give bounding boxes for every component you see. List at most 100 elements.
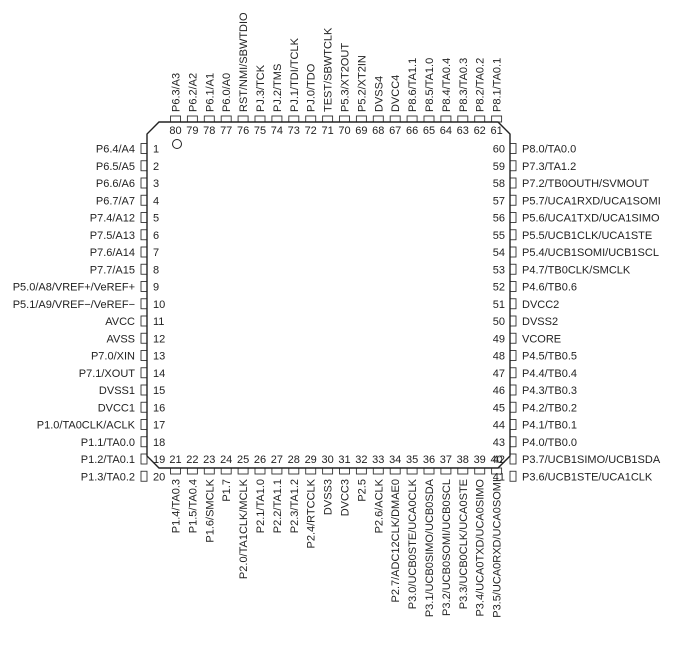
- pin-label-2: P6.5/A5: [96, 161, 135, 173]
- pin-number-43: 43: [493, 437, 505, 449]
- pin-number-9: 9: [153, 282, 159, 294]
- pin-stub-30: [322, 467, 334, 475]
- pin-label-22: P1.5/TA0.4: [187, 479, 199, 533]
- pin-stub-4: [140, 194, 148, 206]
- pin-number-32: 32: [355, 454, 367, 466]
- pin-number-60: 60: [493, 144, 505, 156]
- pin-label-68: DVSS4: [373, 76, 385, 112]
- pin-label-35: P3.0/UCB0STE/UCA0CLK: [407, 478, 419, 609]
- pin-number-39: 39: [474, 454, 486, 466]
- pin-number-2: 2: [153, 161, 159, 173]
- pin-number-63: 63: [457, 125, 469, 137]
- pin-number-27: 27: [271, 454, 283, 466]
- pin-stub-76: [237, 115, 249, 123]
- pin-stub-19: [140, 453, 148, 465]
- pin-stub-63: [457, 115, 469, 123]
- pin-label-29: P2.4/RTCCLK: [306, 478, 318, 548]
- pin-stub-37: [440, 467, 452, 475]
- pin-label-31: DVCC3: [340, 479, 352, 516]
- pin-label-6: P7.5/A13: [90, 230, 135, 242]
- pin-stub-56: [509, 212, 517, 223]
- pin-stub-9: [140, 281, 148, 292]
- pin-stub-80: [170, 115, 181, 123]
- pin-stub-54: [509, 246, 517, 258]
- pin-number-68: 68: [372, 125, 384, 137]
- pin-stub-5: [140, 212, 148, 223]
- pin-number-13: 13: [153, 351, 165, 363]
- pin-label-75: PJ.3/TCK: [255, 64, 267, 112]
- pin-label-18: P1.1/TA0.0: [81, 437, 135, 449]
- pin-label-55: P5.5/UCB1CLK/UCA1STE: [522, 230, 652, 242]
- pin-number-18: 18: [153, 437, 165, 449]
- pin-stub-23: [203, 467, 215, 475]
- pin-stub-69: [355, 115, 367, 123]
- pin-label-77: P6.0/A0: [221, 73, 233, 112]
- pin-label-5: P7.4/A12: [90, 213, 135, 225]
- pin-number-80: 80: [169, 125, 181, 137]
- pin-number-62: 62: [474, 125, 486, 137]
- pin-stub-45: [509, 401, 517, 413]
- pin-label-50: DVSS2: [522, 316, 558, 328]
- pin-number-17: 17: [153, 420, 165, 432]
- pin-number-66: 66: [406, 125, 418, 137]
- pin-number-38: 38: [457, 454, 469, 466]
- pin-label-73: PJ.1/TDI/TCLK: [289, 37, 301, 112]
- pin-stub-35: [406, 467, 418, 475]
- pin-label-54: P5.4/UCB1SOMI/UCB1SCL: [522, 247, 659, 259]
- pin-number-64: 64: [440, 125, 452, 137]
- pin-number-44: 44: [493, 420, 505, 432]
- ic-package-body: [146, 121, 511, 469]
- pin-stub-34: [389, 467, 401, 475]
- pin-number-65: 65: [423, 125, 435, 137]
- pin-number-52: 52: [493, 282, 505, 294]
- pin-number-57: 57: [493, 195, 505, 207]
- pin-stub-62: [474, 115, 486, 123]
- pin-stub-73: [288, 115, 300, 123]
- pin-label-14: P7.1/XOUT: [79, 368, 136, 380]
- pin-label-58: P7.2/TB0OUTH/SVMOUT: [522, 178, 649, 190]
- pin-label-17: P1.0/TA0CLK/ACLK: [37, 420, 136, 432]
- pin-label-49: VCORE: [522, 333, 561, 345]
- pin-stub-18: [140, 436, 148, 448]
- pin-number-23: 23: [203, 454, 215, 466]
- pin-number-1: 1: [153, 144, 159, 156]
- pin-number-49: 49: [493, 333, 505, 345]
- pin-label-57: P5.7/UCA1RXD/UCA1SOMI: [522, 195, 661, 207]
- pin-label-39: P3.4/UCA0TXD/UCA0SIMO: [475, 479, 487, 617]
- pin-label-38: P3.3/UCB0CLK/UCA0STE: [458, 479, 470, 609]
- pin-label-61: P8.1/TA0.1: [492, 58, 504, 112]
- pin-label-76: RST/NMI/SBWTDIO: [238, 12, 250, 112]
- pin-label-64: P8.4/TA0.4: [441, 58, 453, 112]
- pin-label-65: P8.5/TA1.0: [424, 58, 436, 112]
- pin-stub-77: [220, 115, 232, 123]
- pin-number-45: 45: [493, 402, 505, 414]
- pin-stub-44: [509, 419, 517, 430]
- pin-label-27: P2.2/TA1.1: [272, 479, 284, 533]
- pin-labels: 1P6.4/A42P6.5/A53P6.6/A64P6.7/A75P7.4/A1…: [13, 12, 661, 618]
- pin-stub-36: [423, 467, 435, 475]
- pin-label-41: P3.6/UCB1STE/UCA1CLK: [522, 471, 653, 483]
- pin-stub-52: [509, 281, 517, 292]
- pin-label-71: TEST/SBWTCLK: [323, 27, 335, 112]
- pin-stub-8: [140, 263, 148, 275]
- pin-label-36: P3.1/UCB0SIMO/UCB0SDA: [424, 478, 436, 617]
- pin-stub-49: [509, 332, 517, 344]
- pin-number-15: 15: [153, 385, 165, 397]
- pin-number-4: 4: [153, 195, 159, 207]
- pin-label-28: P2.3/TA1.2: [289, 479, 301, 533]
- pin-label-56: P5.6/UCA1TXD/UCA1SIMO: [522, 213, 660, 225]
- pin-label-9: P5.0/A8/VREF+/VeREF+: [13, 282, 135, 294]
- pin-number-25: 25: [237, 454, 249, 466]
- pin-number-24: 24: [220, 454, 232, 466]
- pin-number-73: 73: [288, 125, 300, 137]
- pin-label-80: P6.3/A3: [171, 73, 183, 112]
- pin-label-52: P4.6/TB0.6: [522, 282, 577, 294]
- pin-label-4: P6.7/A7: [96, 195, 135, 207]
- pin-stub-3: [140, 177, 148, 189]
- pin-number-30: 30: [321, 454, 333, 466]
- pin-label-70: P5.3/XT2OUT: [340, 43, 352, 112]
- pin-label-60: P8.0/TA0.0: [522, 144, 576, 156]
- pin-label-79: P6.2/A2: [187, 73, 199, 112]
- pin-label-21: P1.4/TA0.3: [171, 479, 183, 533]
- pin-stub-48: [509, 350, 517, 361]
